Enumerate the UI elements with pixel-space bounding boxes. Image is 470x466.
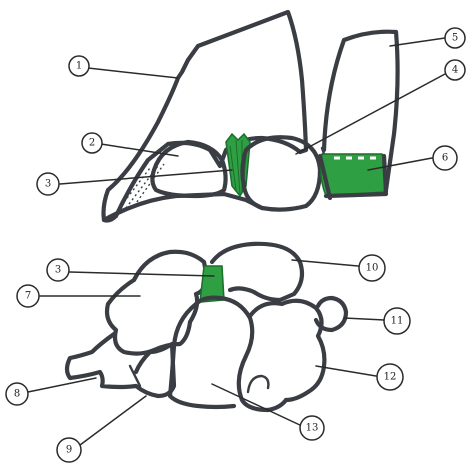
callout-12-number: 12 (384, 372, 397, 383)
part-6-green-band (321, 154, 386, 196)
part-12-shape (250, 301, 324, 400)
callout-1: 1 (69, 56, 89, 76)
callout-9-number: 9 (66, 445, 72, 456)
callout-7-number: 7 (25, 291, 31, 302)
leader-11 (344, 318, 384, 320)
leader-4 (296, 74, 445, 154)
callout-6: 6 (433, 146, 457, 170)
callout-2: 2 (82, 133, 102, 153)
callout-6-number: 6 (442, 153, 448, 164)
top-figure (104, 12, 398, 221)
bottom-figure (67, 244, 346, 410)
callout-8: 8 (6, 383, 28, 405)
callout-10-number: 10 (366, 263, 379, 274)
callout-13-number: 13 (306, 423, 319, 434)
callout-5: 5 (445, 28, 465, 48)
callout-3-bottom: 3 (47, 259, 69, 281)
callout-12: 12 (377, 364, 403, 390)
callout-9: 9 (57, 438, 81, 462)
callout-13: 13 (300, 416, 324, 440)
callout-3-bottom-number: 3 (55, 265, 61, 276)
part-10-shape (212, 244, 302, 300)
leader-3-top (60, 170, 232, 184)
part-13-shape (196, 298, 286, 410)
callout-11: 11 (384, 308, 410, 334)
callout-5-number: 5 (452, 33, 458, 44)
callout-7: 7 (17, 285, 39, 307)
callout-3-top-number: 3 (45, 179, 51, 190)
callout-3-top: 3 (37, 173, 59, 195)
callout-4: 4 (445, 60, 465, 80)
part-8-shape (67, 334, 136, 387)
callout-2-number: 2 (89, 138, 95, 149)
callout-11-number: 11 (391, 316, 404, 327)
leader-8 (28, 378, 96, 392)
callout-1-number: 1 (76, 61, 82, 72)
leader-3-bottom (70, 272, 214, 276)
leader-9 (76, 396, 146, 448)
callout-4-number: 4 (452, 65, 458, 76)
leader-1 (88, 68, 178, 78)
part-7-shape (107, 252, 206, 354)
callout-8-number: 8 (14, 389, 20, 400)
part-13-hook (248, 376, 268, 392)
part-13-left-edge (170, 304, 234, 407)
callout-10: 10 (359, 255, 385, 281)
